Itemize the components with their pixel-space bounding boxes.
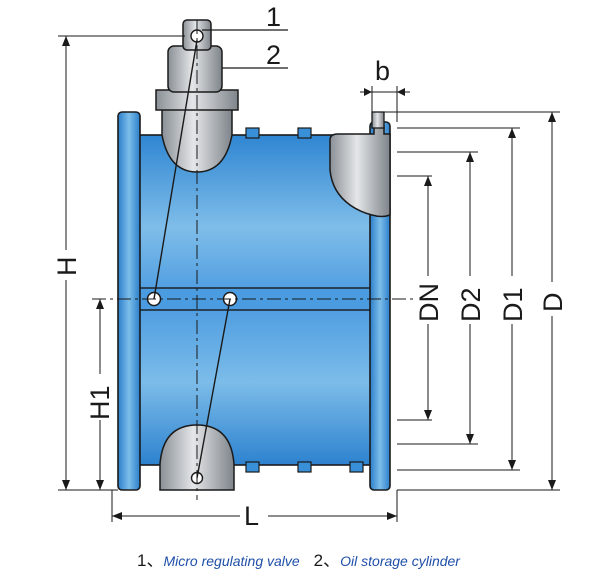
arrow (466, 152, 474, 162)
bolt (297, 127, 312, 139)
callout-2: 2 (266, 40, 281, 70)
left-flange (117, 111, 141, 491)
arrow (62, 480, 70, 490)
dim-label-H1: H1 (85, 385, 115, 420)
dim-label-H: H (52, 257, 82, 277)
arrow (508, 460, 516, 470)
dim-label-D1: D1 (498, 287, 528, 322)
bolt (245, 461, 260, 473)
dim-label-D2: D2 (456, 287, 486, 322)
dim-label-DN: DN (414, 283, 444, 322)
arrow (96, 480, 104, 490)
arrow (96, 299, 104, 309)
dim-label-D: D (538, 293, 568, 313)
arrow (424, 176, 432, 186)
right-top-housing (329, 125, 391, 218)
legend-label-2: Oil storage cylinder (340, 553, 460, 569)
arrow (424, 410, 432, 420)
legend-caption: 1、Micro regulating valve 2、Oil storage cy… (0, 546, 597, 571)
arrow (397, 88, 405, 96)
arrow (112, 512, 122, 520)
right-top-lug (371, 111, 385, 129)
dim-label-L: L (244, 501, 259, 531)
arrow (62, 36, 70, 46)
arrow (548, 480, 556, 490)
callout-1: 1 (266, 2, 281, 32)
arrow (508, 128, 516, 138)
arrow (466, 434, 474, 444)
arrow (548, 112, 556, 122)
dim-label-b: b (375, 56, 390, 86)
linkage-rod (196, 298, 231, 479)
linkage-rod (153, 39, 198, 300)
arrow (364, 88, 372, 96)
bolt (349, 461, 364, 473)
bolt (297, 461, 312, 473)
legend-number-1: 1、 (137, 551, 164, 570)
legend-label-1: Micro regulating valve (163, 553, 300, 569)
arrow (387, 512, 397, 520)
bolt (245, 127, 260, 139)
legend-number-2: 2、 (313, 551, 341, 570)
